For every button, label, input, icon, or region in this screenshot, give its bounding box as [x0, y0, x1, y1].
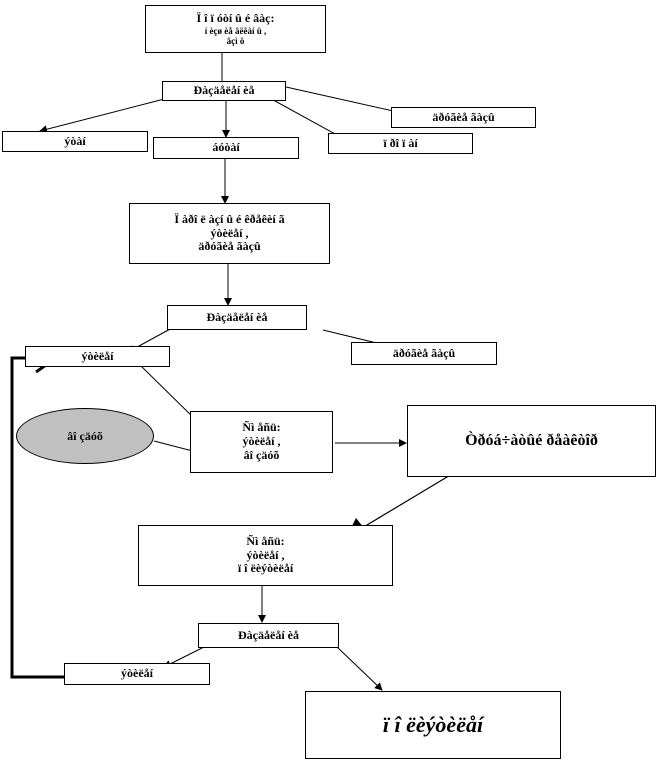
- mixture-2-line3: ï î ëèýòèëåí: [237, 561, 294, 576]
- mixture-1-line3: âî çäóõ: [243, 447, 280, 462]
- other-gases-label-1: äðóãèå ãàçû: [432, 109, 495, 124]
- pyrolysis-box: Ï àðî ë àçí û é êðåêèí ã ýòèëåí , äðóãèå…: [129, 203, 330, 264]
- raw-gas-box: Ï î ï óòí û é âàç: í èçø èå âëêàí û , âç…: [145, 5, 326, 53]
- pyrolysis-title: Ï àðî ë àçí û é êðåêèí ã: [174, 211, 285, 226]
- polyethylene-label: ï î ëèýòèëåí: [382, 712, 484, 738]
- arrow-division3-to-polyethylene: [335, 645, 383, 691]
- raw-gas-line2: í èçø èå âëêàí û ,: [204, 25, 267, 36]
- raw-gas-line3: âçì ö: [226, 35, 245, 46]
- pyrolysis-line2: ýòèëåí ,: [210, 225, 249, 240]
- division-2-box: Ðàçäåëåí èå: [167, 305, 307, 330]
- mixture-2-line2: ýòèëåí ,: [246, 547, 285, 562]
- raw-gas-title: Ï î ï óòí û é âàç:: [196, 10, 275, 25]
- butane-label: áóòàí: [212, 140, 240, 155]
- other-gases-box-1: äðóãèå ãàçû: [391, 107, 536, 128]
- division-3-box: Ðàçäåëåí èå: [198, 623, 339, 648]
- other-gases-box-2: äðóãèå ãàçû: [351, 342, 497, 365]
- mixture-1-box: Ñì åñü: ýòèëåí , âî çäóõ: [190, 411, 333, 473]
- air-oval: âî çäóõ: [16, 408, 154, 464]
- ethylene-label-1: ýòèëåí: [81, 348, 114, 363]
- recycle-loop-arrow: [10, 350, 103, 679]
- mixture-2-title: Ñì åñü:: [246, 533, 285, 548]
- pyrolysis-line3: äðóãèå ãàçû: [198, 239, 261, 254]
- reactor-box: Òðóá÷àòûé ðåàêòîð: [407, 405, 656, 477]
- air-label: âî çäóõ: [67, 428, 103, 443]
- ethylene-box-1: ýòèëåí: [25, 346, 170, 367]
- polyethylene-box: ï î ëèýòèëåí: [305, 691, 561, 759]
- propane-label: ï ðî ï àí: [383, 135, 418, 150]
- reactor-label: Òðóá÷àòûé ðåàêòîð: [465, 431, 598, 449]
- slag-label: ýòàí: [64, 133, 86, 148]
- mixture-2-box: Ñì åñü: ýòèëåí , ï î ëèýòèëåí: [138, 525, 393, 586]
- arrow-division1-to-slag: [39, 96, 173, 134]
- ethylene-label-2: ýòèëåí: [121, 666, 153, 681]
- division-1-box: Ðàçäåëåí èå: [162, 81, 286, 101]
- slag-box: ýòàí: [2, 131, 148, 152]
- division-2-label: Ðàçäåëåí èå: [206, 309, 268, 324]
- division-1-label: Ðàçäåëåí èå: [193, 83, 255, 98]
- other-gases-label-2: äðóãèå ãàçû: [392, 345, 456, 360]
- mixture-1-line2: ýòèëåí ,: [242, 434, 281, 449]
- propane-box: ï ðî ï àí: [328, 133, 473, 154]
- butane-box: áóòàí: [153, 137, 299, 159]
- mixture-1-title: Ñì åñü:: [242, 420, 281, 435]
- ethylene-box-2: ýòèëåí: [64, 663, 210, 685]
- division-3-label: Ðàçäåëåí èå: [238, 627, 299, 642]
